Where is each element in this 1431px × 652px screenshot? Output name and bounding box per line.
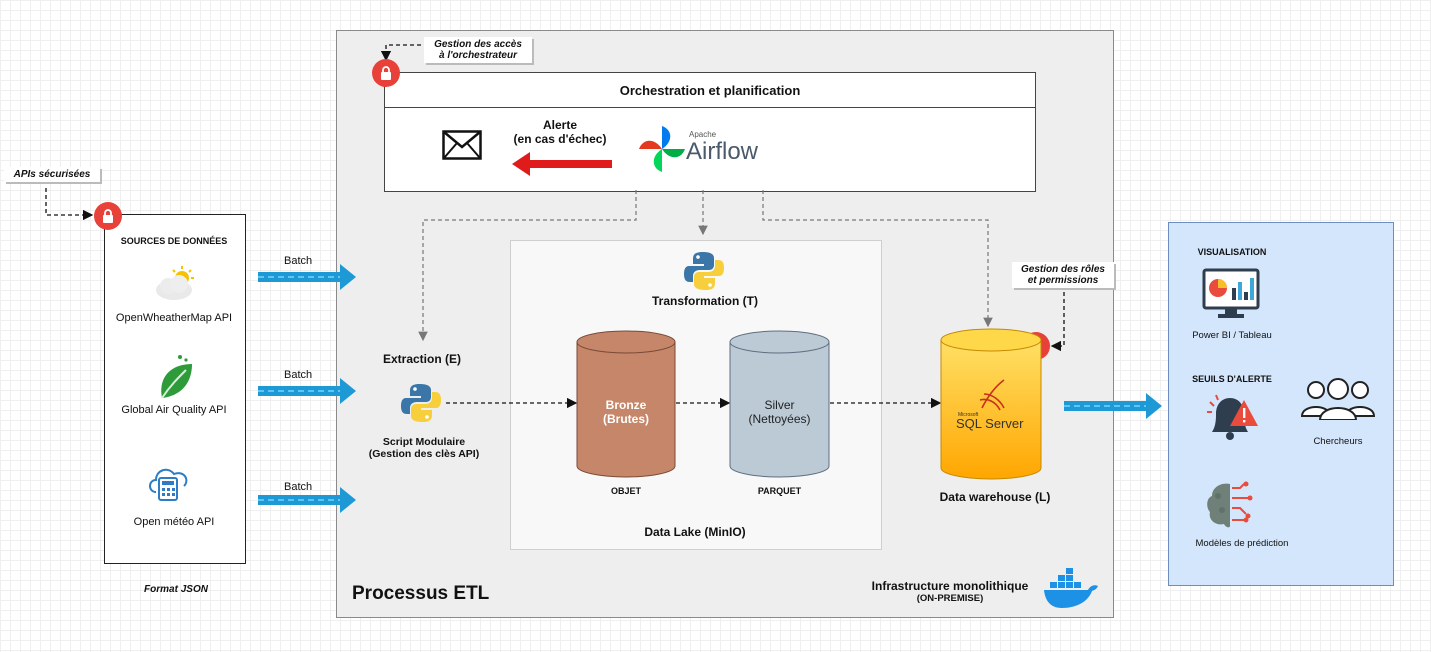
callout-line: Gestion des accès	[434, 39, 522, 50]
source-item: Global Air Quality API	[121, 404, 227, 416]
alert-label: Alerte (en cas d'échec)	[500, 118, 620, 146]
bronze-format: OBJET	[610, 486, 641, 496]
infra-line: (ON-PREMISE)	[916, 593, 984, 604]
prediction-label: Modèles de prédiction	[1195, 538, 1289, 549]
orchestration-header: Orchestration et planification	[385, 73, 1035, 108]
sql-server-icon	[978, 378, 1008, 417]
callout-line: APIs sécurisées	[13, 169, 91, 180]
mail-icon	[442, 130, 482, 165]
lock-icon	[372, 59, 400, 87]
script-line: (Gestion des clès API)	[368, 448, 480, 460]
silver-line: Silver	[764, 398, 795, 412]
infrastructure-label: Infrastructure monolithique (ON-PREMISE)	[860, 579, 1040, 604]
silver-line: (Nettoyées)	[748, 412, 811, 426]
warehouse-title: Data warehouse (L)	[939, 490, 1051, 504]
airflow-logo	[637, 124, 687, 179]
airflow-apache-text: Apache	[689, 130, 717, 139]
silver-label: Silver (Nettoyées)	[729, 398, 830, 426]
bronze-line: (Brutes)	[602, 412, 649, 426]
infra-line: Infrastructure monolithique	[871, 579, 1029, 593]
batch-label: Batch	[284, 255, 313, 267]
leaf-icon	[156, 354, 196, 405]
users-group-icon	[1300, 376, 1376, 425]
apis-leader	[45, 188, 94, 221]
batch-label: Batch	[284, 369, 313, 381]
secured-apis-callout: APIs sécurisées	[4, 167, 100, 182]
callout-line: Gestion des rôles	[1021, 264, 1105, 275]
roles-callout: Gestion des rôles et permissions	[1012, 262, 1114, 288]
alert-line: (en cas d'échec)	[513, 132, 607, 146]
callout-line: à l'orchestrateur	[439, 50, 517, 61]
brain-circuit-icon	[1204, 480, 1258, 535]
researchers-label: Chercheurs	[1313, 436, 1363, 447]
extraction-title: Extraction (E)	[382, 352, 461, 366]
lock-icon	[94, 202, 122, 230]
python-icon	[400, 382, 442, 429]
sql-microsoft-text: Microsoft	[958, 412, 979, 418]
sql-server-text: SQL Server	[956, 416, 1024, 431]
bronze-line: Bronze	[605, 398, 647, 412]
data-lake-title: Data Lake (MinIO)	[644, 525, 746, 539]
bronze-label: Bronze (Brutes)	[576, 398, 676, 426]
json-format-label: Format JSON	[144, 584, 208, 595]
bi-label: Power BI / Tableau	[1192, 330, 1272, 341]
extraction-script-label: Script Modulaire (Gestion des clès API)	[346, 436, 502, 460]
source-item: Open météo API	[133, 516, 215, 528]
alert-threshold-title: SEUILS D'ALERTE	[1192, 374, 1272, 384]
docker-icon	[1042, 566, 1100, 615]
bronze-cylinder	[576, 330, 676, 483]
cloud-calculator-icon	[146, 462, 192, 507]
orchestrator-access-callout: Gestion des accès à l'orchestrateur	[424, 37, 532, 63]
callout-line: et permissions	[1027, 275, 1099, 286]
alert-line: Alerte	[542, 118, 577, 132]
batch-label: Batch	[284, 481, 313, 493]
silver-format: PARQUET	[757, 486, 802, 496]
python-icon	[683, 250, 725, 297]
dashboard-icon	[1202, 268, 1260, 325]
script-line: Script Modulaire	[382, 436, 466, 448]
orchestration-box: Orchestration et planification	[384, 72, 1036, 192]
alert-bell-icon	[1206, 392, 1260, 447]
etl-title: Processus ETL	[352, 583, 490, 604]
sources-title: SOURCES DE DONNÉES	[120, 236, 228, 246]
source-item: OpenWheatherMap API	[115, 312, 233, 324]
transformation-title: Transformation (T)	[651, 294, 758, 308]
warehouse-cylinder	[940, 328, 1042, 485]
silver-cylinder	[729, 330, 830, 483]
airflow-text: Airflow	[686, 138, 759, 165]
visualisation-title: VISUALISATION	[1197, 247, 1267, 257]
weather-cloud-icon	[154, 266, 198, 307]
